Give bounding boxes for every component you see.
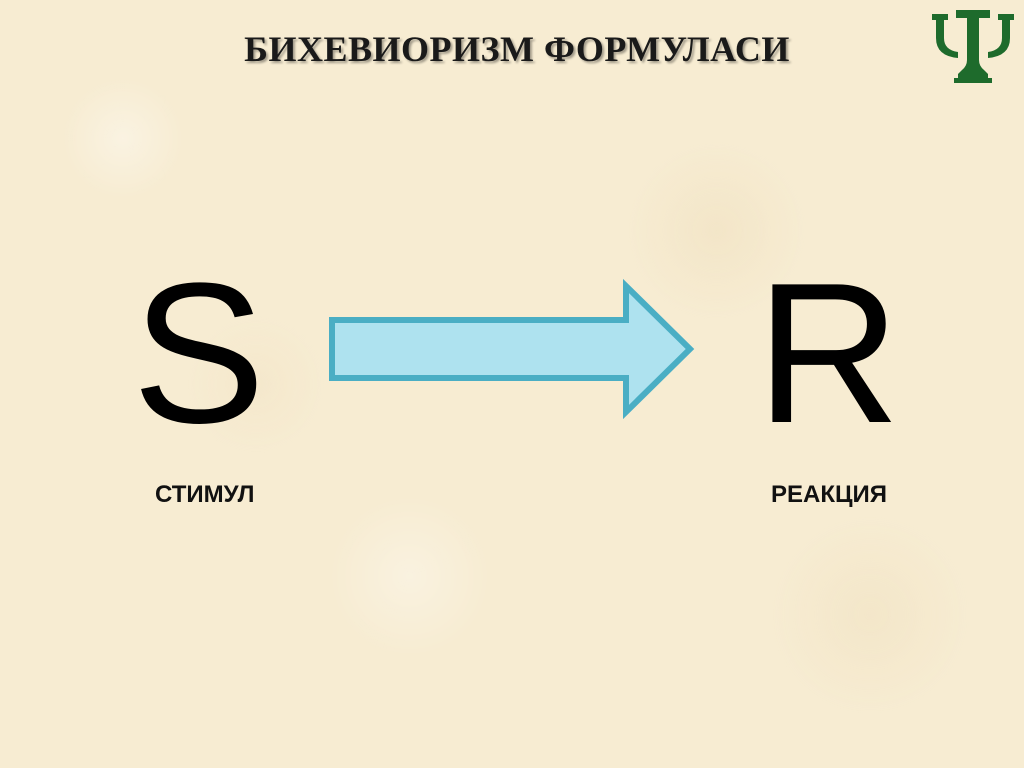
right-arrow-icon — [329, 278, 695, 420]
response-label: РЕАКЦИЯ — [771, 481, 888, 508]
stimulus-label: СТИМУЛ — [155, 481, 255, 508]
stimulus-symbol: S — [132, 242, 266, 465]
psi-logo-icon — [932, 10, 1014, 83]
slide-title: БИХЕВИОРИЗМ ФОРМУЛАСИ — [244, 29, 790, 69]
response-symbol: R — [756, 242, 901, 465]
